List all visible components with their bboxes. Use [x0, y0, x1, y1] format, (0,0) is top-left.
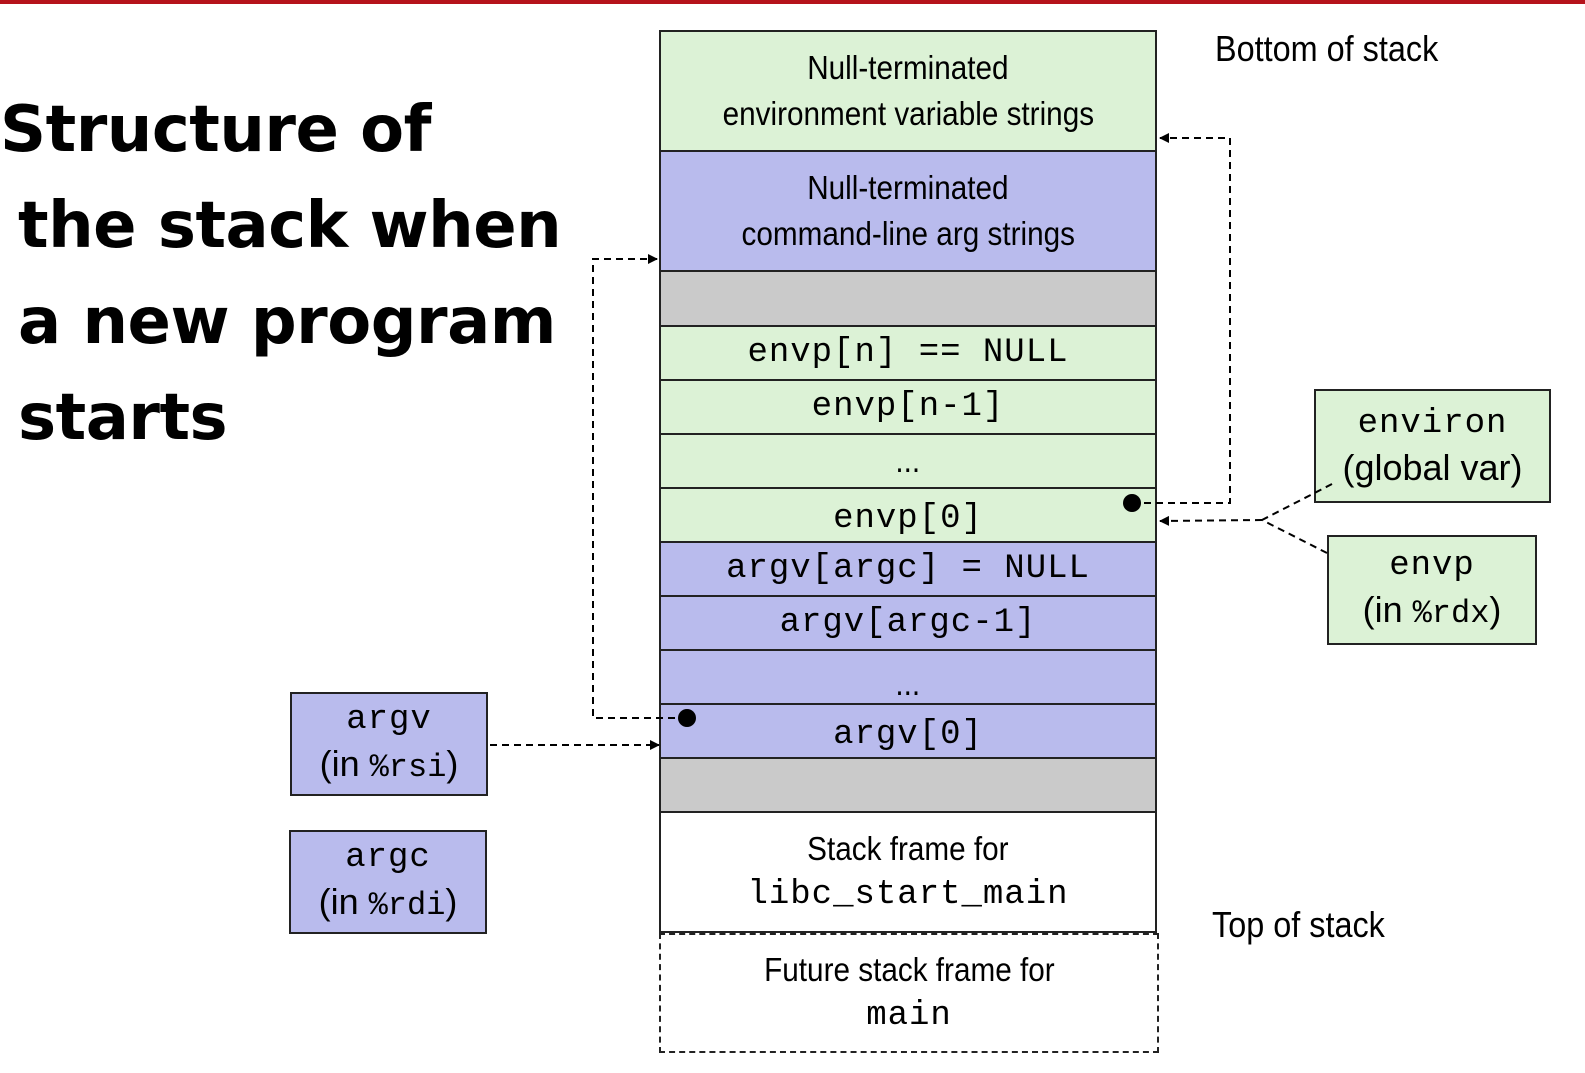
title-line-2: the stack when [18, 189, 562, 263]
argc-reg: %rdi [368, 887, 446, 924]
arg-strings-block: Null-terminated command-line arg strings [659, 150, 1157, 272]
envp-close: ) [1489, 589, 1502, 630]
env-strings-block: Null-terminated environment variable str… [659, 30, 1157, 152]
envp-n-text: envp[n] == NULL [747, 334, 1069, 372]
argv-in-text: (in [319, 743, 370, 784]
title-line-4: starts [18, 381, 228, 455]
argv-argc-text: argv[argc] = NULL [726, 550, 1090, 588]
argv-argc-cell: argv[argc] = NULL [659, 541, 1157, 597]
envp0-pointer-dot [1123, 494, 1141, 512]
argv0-pointer-dot [678, 709, 696, 727]
argv0-to-arg-strings-arrow [592, 254, 687, 719]
envp-name: envp [1389, 547, 1475, 585]
top-of-stack-label: Top of stack [1212, 904, 1385, 945]
envp0-to-env-strings-arrow [1132, 133, 1231, 504]
libc-frame-block: Stack frame for libc_start_main [659, 811, 1157, 933]
envp-dots-text: ... [895, 442, 921, 479]
envp-in-text: (in [1362, 589, 1413, 630]
argv-reg-line: (in %rsi) [320, 742, 459, 790]
environ-connector [1261, 483, 1333, 521]
bottom-of-stack-label: Bottom of stack [1215, 28, 1439, 69]
title-line-3: a new program [18, 285, 556, 359]
environ-desc: (global var) [1342, 447, 1523, 488]
argv-name: argv [346, 701, 432, 739]
argc-name: argc [345, 839, 431, 877]
libc-frame-line-2: libc_start_main [747, 876, 1069, 914]
argc-box: argc (in %rdi) [289, 830, 487, 934]
top-accent-bar [0, 0, 1585, 4]
environ-name: environ [1357, 405, 1508, 443]
argv-argc-1-text: argv[argc-1] [779, 604, 1037, 642]
argv-reg: %rsi [369, 749, 447, 786]
argv-dots-cell: ... [659, 649, 1157, 705]
envp-0-text: envp[0] [833, 500, 983, 538]
libc-frame-line-1: Stack frame for [807, 830, 1009, 867]
arg-strings-line-2: command-line arg strings [741, 215, 1075, 252]
main-frame-block: Future stack frame for main [659, 933, 1159, 1053]
envp-register-arrow [1159, 515, 1263, 526]
title-line-1: Structure of [0, 93, 431, 167]
argc-in-text: (in [318, 881, 369, 922]
environ-box: environ (global var) [1314, 389, 1551, 503]
envp-box: envp (in %rdx) [1327, 535, 1537, 645]
main-frame-line-1: Future stack frame for [763, 951, 1055, 988]
envp-reg: %rdx [1412, 595, 1490, 632]
argv-close: ) [446, 743, 459, 784]
padding-block-2 [659, 757, 1157, 813]
envp-reg-line: (in %rdx) [1363, 588, 1502, 636]
argv-dots-text: ... [895, 665, 921, 702]
slide-title: Structure of the stack when a new progra… [0, 82, 620, 466]
env-strings-line-2: environment variable strings [722, 95, 1094, 132]
argc-reg-line: (in %rdi) [319, 880, 458, 928]
argc-close: ) [445, 881, 458, 922]
argv-box: argv (in %rsi) [290, 692, 488, 796]
argv-0-cell: argv[0] [659, 703, 1157, 759]
envp-connector [1261, 519, 1328, 554]
argv-0-text: argv[0] [833, 716, 983, 754]
main-frame-line-2: main [866, 997, 952, 1035]
env-strings-line-1: Null-terminated [807, 49, 1009, 86]
envp-n-1-text: envp[n-1] [811, 388, 1005, 426]
envp-n-1-cell: envp[n-1] [659, 379, 1157, 435]
arg-strings-line-1: Null-terminated [807, 169, 1009, 206]
envp-dots-cell: ... [659, 433, 1157, 489]
